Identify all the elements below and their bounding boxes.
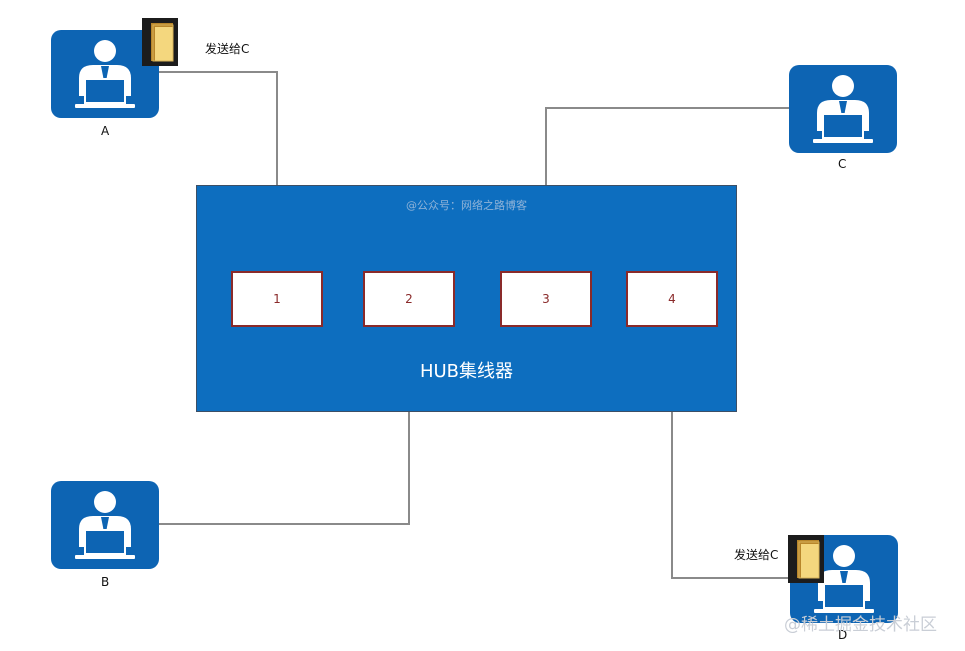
host-c: [789, 65, 897, 153]
hub-port-4: 4: [626, 271, 718, 327]
hub-port-1: 1: [231, 271, 323, 327]
host-d: [790, 535, 898, 623]
host-b-label: B: [101, 575, 110, 589]
host-b: [51, 481, 159, 569]
host-a-label: A: [101, 124, 110, 138]
folder-icon: [788, 535, 824, 583]
host-d-label: D: [838, 628, 848, 642]
user-at-laptop-icon: [813, 75, 873, 143]
hub-port-2: 2: [363, 271, 455, 327]
host-c-label: C: [838, 157, 847, 171]
user-at-laptop-icon: [75, 40, 135, 108]
folder-icon: [142, 18, 178, 66]
user-at-laptop-icon: [814, 545, 874, 613]
user-at-laptop-icon: [75, 491, 135, 559]
hub-port-3: 3: [500, 271, 592, 327]
hub-watermark: @公众号：网络之路博客: [406, 199, 527, 212]
hub-device: @公众号：网络之路博客 1 2 3 4 HUB集线器: [196, 185, 737, 412]
site-watermark: @稀土掘金技术社区: [784, 615, 937, 635]
host-a-note: 发送给C: [205, 42, 250, 56]
host-a: [51, 30, 159, 118]
hub-title: HUB集线器: [419, 361, 514, 382]
host-d-note: 发送给C: [734, 548, 779, 562]
